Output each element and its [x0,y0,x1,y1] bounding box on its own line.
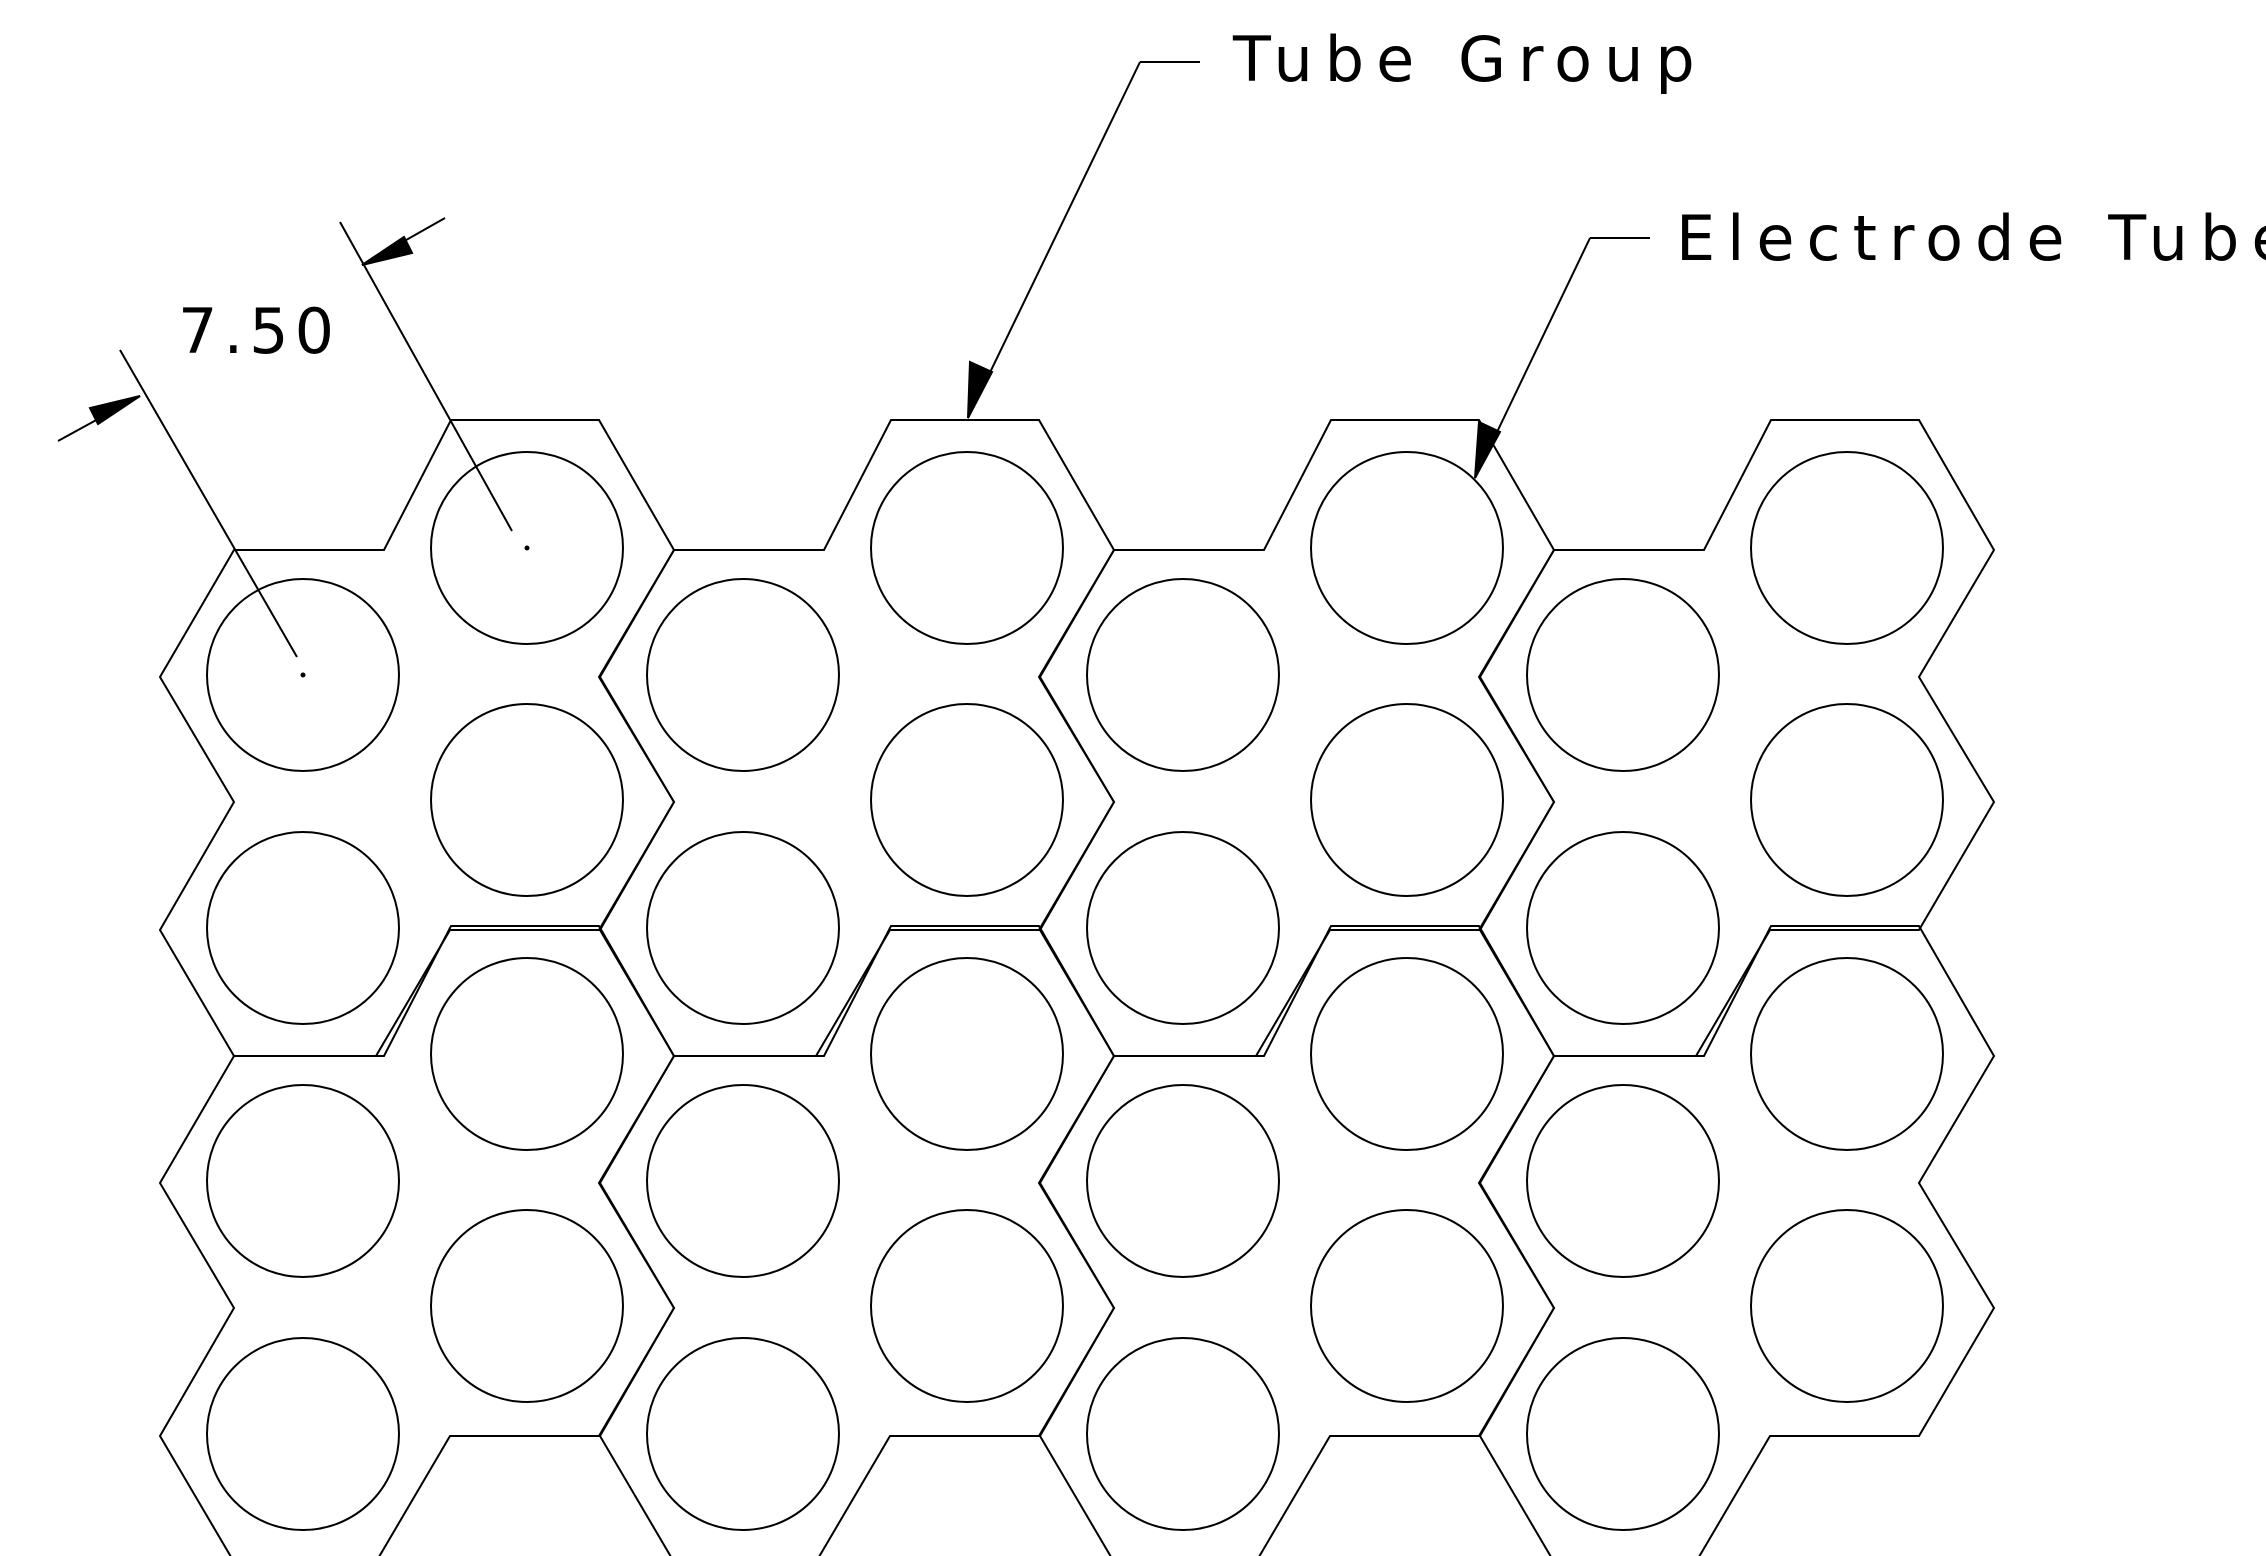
electrode-tube-circle [206,1337,400,1531]
tube-group-label: Tube Group [1232,23,1707,96]
electrode-tube-circle [206,1084,400,1278]
electrode-tube-circle [1526,831,1720,1025]
electrode-tube-circle [870,451,1064,645]
electrode-tube-circle [1750,1209,1944,1403]
center-mark-1 [300,672,306,678]
electrode-tube-circle [1310,957,1504,1151]
electrode-tube-circle [1750,957,1944,1151]
dimension-arrow-right [361,235,414,266]
electrode-tube-circle [1310,703,1504,897]
electrode-tube-circle [870,703,1064,897]
electrode-tube-circle [1310,451,1504,645]
tube-group-outline [158,419,676,1057]
electrode-tube-circle [206,831,400,1025]
extension-line-2 [339,221,513,532]
electrode-tube-label: Electrode Tube [1676,202,2266,275]
electrode-tube-circle [430,1209,624,1403]
dimension-annotation [57,217,530,678]
tube-group-arrow [967,360,994,419]
electrode-tube-circle [870,1209,1064,1403]
electrode-tube-circle [1526,578,1720,772]
tube-group-callout [967,61,1200,419]
electrode-tube-circle [1086,578,1280,772]
electrode-tube-circle [1526,1337,1720,1531]
electrode-tube-circle [1310,1209,1504,1403]
electrode-tube-arrow [1474,420,1502,479]
tube-group-outline [1038,419,1556,1057]
dimension-value: 7.50 [178,295,340,368]
electrode-tube-circle [1526,1084,1720,1278]
electrode-tube-circle [430,451,624,645]
center-mark-2 [524,545,530,551]
electrode-tube-circle [646,831,840,1025]
electrode-tube-circle [1086,1084,1280,1278]
electrode-tube-callout [1474,237,1650,479]
tube-group-outline [598,419,1116,1057]
tube-groups-layer [158,419,1996,1556]
tube-group-leader [967,61,1141,419]
extension-line-1 [119,349,298,658]
electrode-tube-circle [430,703,624,897]
tube-group-outline [1478,925,1996,1556]
electrode-tube-circle [1750,451,1944,645]
electrode-tube-circle [1750,703,1944,897]
electrode-tube-circle [430,957,624,1151]
electrode-tube-circle [1086,831,1280,1025]
electrode-tubes-layer [206,451,1944,1531]
electrode-tube-circle [870,957,1064,1151]
electrode-tube-circle [1086,1337,1280,1531]
electrode-tube-circle [646,1084,840,1278]
electrode-tube-circle [646,578,840,772]
electrode-tube-circle [646,1337,840,1531]
tube-group-outline [1478,419,1996,1057]
electrode-tube-circle [206,578,400,772]
dimension-arrow-left [88,395,141,426]
